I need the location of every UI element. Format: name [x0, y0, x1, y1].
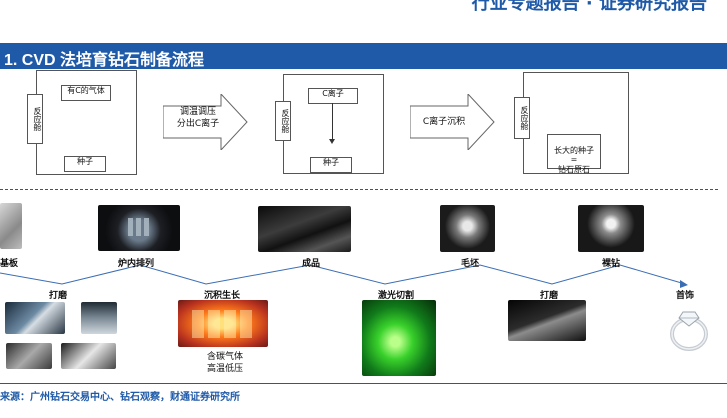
seed-label: 种子 [77, 157, 93, 166]
deposition-growth-photo [178, 300, 268, 347]
report-header: 行业专题报告 · 证券研究报告 [0, 0, 727, 14]
step-label-jewelry: 首饰 [676, 291, 695, 301]
reaction-chamber-3: 长大的种子 = 钻石原石 [523, 72, 629, 174]
chamber-side-label-2: 反应舱 [275, 101, 291, 141]
deposition-condition-note: 含碳气体 高温低压 [206, 352, 243, 374]
polishing-photo-5 [508, 300, 586, 341]
section-title: 1. CVD 法培育钻石制备流程 [4, 52, 205, 69]
result-box: 长大的种子 = 钻石原石 [547, 134, 601, 174]
step-label-polish-2: 打磨 [540, 291, 559, 301]
chamber-side-label-1: 反应舱 [27, 94, 43, 144]
seed-label: 种子 [323, 158, 339, 167]
substrate-photo [0, 203, 22, 249]
gas-label: 有C的气体 [67, 86, 105, 95]
chamber-side-label-3: 反应舱 [514, 97, 530, 139]
deposition-arrow [332, 103, 333, 140]
furnace-arrangement-photo [98, 205, 180, 251]
arrow-2-label: C离子沉积 [422, 117, 466, 127]
step-label-loose: 裸钻 [602, 259, 621, 269]
deposition-arrowhead [329, 139, 335, 144]
rough-diamond-photo [440, 205, 495, 252]
step-label-substrate: 基板 [0, 259, 19, 269]
jewelry-ring-photo [670, 311, 708, 351]
arrow-1-label: 调温调压 分出C离子 [176, 107, 220, 129]
report-header-title: 行业专题报告 · 证券研究报告 [471, 0, 707, 14]
footer-divider [0, 383, 727, 384]
ion-box: C离子 [308, 88, 358, 104]
section-divider [0, 189, 718, 190]
finished-product-photo [258, 206, 351, 252]
process-arrow-1 [163, 94, 248, 150]
source-note: 来源：广州钻石交易中心、钻石观察，财通证券研究所 [0, 392, 240, 403]
ion-label: C离子 [322, 89, 344, 98]
step-label-furnace: 炉内排列 [118, 259, 155, 269]
reaction-chamber-2: C离子 种子 [283, 74, 384, 174]
polishing-photo-3 [6, 343, 52, 369]
reaction-chamber-1: 有C的气体 种子 [36, 70, 137, 175]
seed-box: 种子 [310, 157, 352, 173]
step-label-rough: 毛坯 [461, 259, 480, 269]
seed-box: 种子 [64, 156, 106, 172]
laser-cutting-photo [362, 300, 436, 376]
result-label: 长大的种子 = 钻石原石 [554, 145, 594, 174]
gas-box: 有C的气体 [61, 85, 111, 101]
process-arrow-2 [410, 94, 495, 150]
step-label-polish-1: 打磨 [49, 291, 68, 301]
step-label-deposition: 沉积生长 [204, 291, 241, 301]
polishing-photo-2 [81, 302, 117, 334]
loose-diamond-photo [578, 205, 644, 252]
step-label-product: 成品 [302, 259, 321, 269]
section-title-bar: 1. CVD 法培育钻石制备流程 [0, 43, 727, 69]
step-label-laser: 激光切割 [378, 291, 415, 301]
polishing-photo-1 [5, 302, 65, 334]
polishing-photo-4 [61, 343, 116, 369]
